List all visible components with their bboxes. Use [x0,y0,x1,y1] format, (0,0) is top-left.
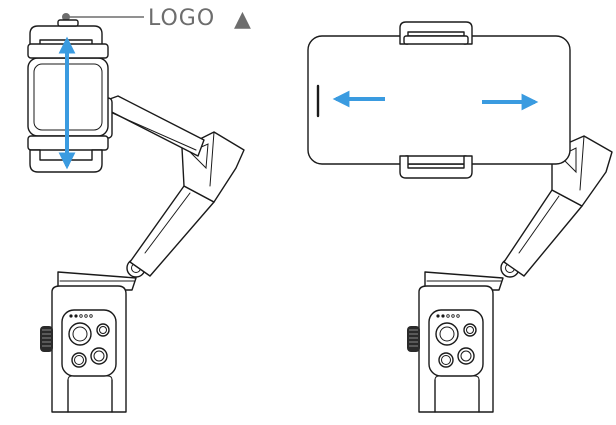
lower-arm-right [503,189,583,277]
gimbal-handle [39,271,137,413]
landscape-mode-gimbal [307,21,613,413]
lower-arm [129,185,215,277]
gimbal-handle-right [406,271,504,413]
up-triangle-icon: ▲ [234,7,251,32]
top-clamp-right [399,21,473,45]
logo-label: LOGO [148,6,215,31]
logo-callout: LOGO ▲ [62,6,251,32]
bottom-clamp-right [399,155,473,179]
portrait-mode-gimbal [27,19,245,413]
